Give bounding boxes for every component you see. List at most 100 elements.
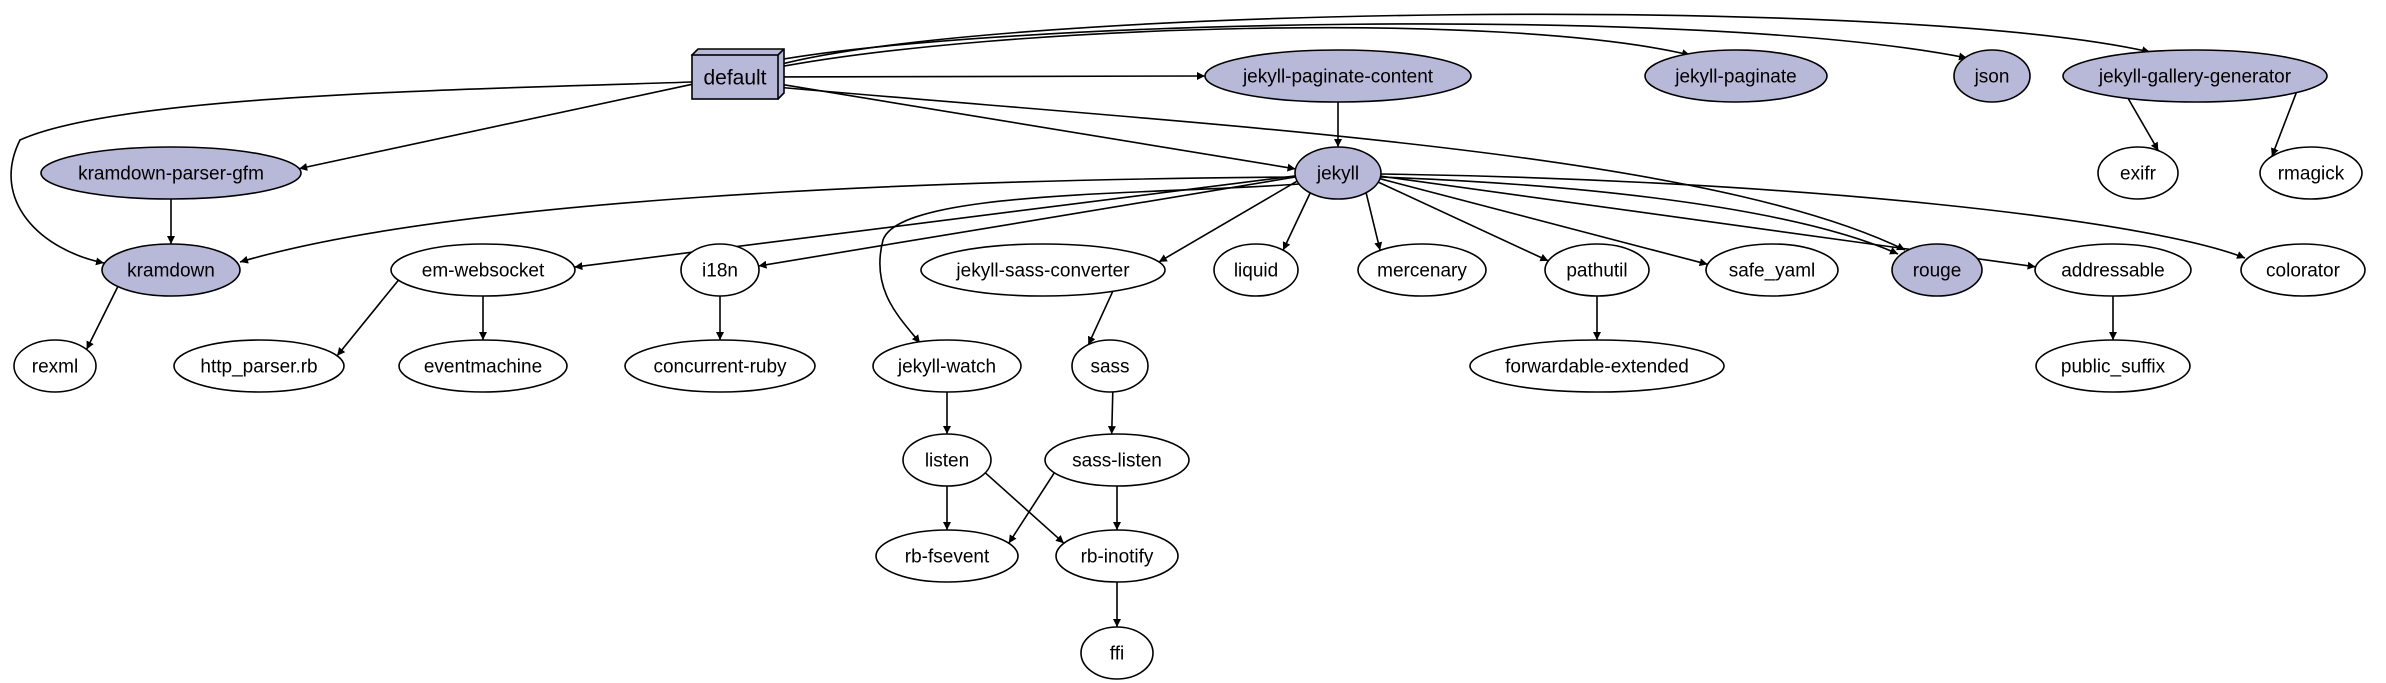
edge-jekyll-gallery-generator-to-exifr — [2127, 97, 2159, 152]
edge-jekyll-sass-converter-to-sass — [1087, 290, 1114, 346]
node-pathutil: pathutil — [1544, 243, 1650, 297]
node-ellipse — [2240, 243, 2366, 297]
node-jekyll: jekyll — [1294, 146, 1382, 200]
node-rmagick: rmagick — [2259, 146, 2363, 200]
node-label: jekyll-paginate — [1674, 67, 1796, 88]
node-label: safe_yaml — [1729, 261, 1816, 282]
node-jekyll-paginate: jekyll-paginate — [1644, 49, 1828, 103]
node-label: http_parser.rb — [200, 357, 317, 378]
node-ellipse — [2034, 243, 2192, 297]
edge-sass-listen-to-rb-fsevent — [1008, 472, 1055, 544]
node-label: ffi — [1110, 644, 1124, 665]
node-sass-listen: sass-listen — [1044, 433, 1190, 487]
node-label: colorator — [2266, 261, 2341, 282]
node-ellipse — [1294, 146, 1382, 200]
node-rouge: rouge — [1891, 243, 1983, 297]
node-label: em-websocket — [422, 261, 545, 282]
node-label: default — [703, 67, 766, 90]
edge-jekyll-to-i18n — [758, 176, 1296, 269]
node-label: concurrent-ruby — [653, 357, 787, 378]
node-ellipse — [2097, 146, 2179, 200]
edge-default-to-jekyll-paginate — [773, 26, 1691, 69]
node-ellipse — [1891, 243, 1983, 297]
edge-jekyll-to-kramdown — [239, 176, 1298, 264]
node-mercenary: mercenary — [1357, 243, 1487, 297]
node-label: listen — [925, 451, 969, 472]
node-label: jekyll-paginate-content — [1242, 67, 1434, 88]
edge-em-websocket-to-http_parser.rb — [336, 279, 400, 357]
node-label: rouge — [1913, 261, 1962, 282]
node-label: mercenary — [1377, 261, 1467, 282]
node-ellipse — [1644, 49, 1828, 103]
node-ellipse — [1357, 243, 1487, 297]
node-label: i18n — [702, 261, 738, 282]
node-ellipse — [875, 529, 1019, 583]
node-ellipse — [2259, 146, 2363, 200]
node-json: json — [1953, 49, 2031, 103]
node-label: jekyll-gallery-generator — [2098, 67, 2292, 88]
node-label: sass — [1090, 357, 1129, 378]
node-ellipse — [1080, 626, 1154, 680]
node-ellipse — [680, 243, 760, 297]
node-box — [691, 54, 779, 100]
node-ellipse — [13, 339, 97, 393]
node-em-websocket: em-websocket — [390, 243, 576, 297]
node-ellipse — [2062, 49, 2328, 103]
edge-jekyll-gallery-generator-to-rmagick — [2271, 92, 2298, 157]
node-safe_yaml: safe_yaml — [1705, 243, 1839, 297]
node-ellipse — [101, 243, 241, 297]
node-colorator: colorator — [2240, 243, 2366, 297]
node-jekyll-sass-converter: jekyll-sass-converter — [920, 243, 1166, 297]
node-ellipse — [1055, 529, 1179, 583]
node-ffi: ffi — [1080, 626, 1154, 680]
node-layer: default jekyll-paginate-content jekyll-pag… — [13, 48, 2366, 680]
node-ellipse — [1071, 339, 1149, 393]
node-jekyll-watch: jekyll-watch — [872, 339, 1022, 393]
node-exifr: exifr — [2097, 146, 2179, 200]
node-label: jekyll — [1316, 164, 1359, 185]
node-label: pathutil — [1566, 261, 1627, 282]
node-label: sass-listen — [1072, 451, 1162, 472]
edge-jekyll-to-pathutil — [1377, 181, 1549, 262]
node-label: public_suffix — [2061, 357, 2166, 378]
edge-jekyll-to-mercenary — [1365, 192, 1383, 251]
node-ellipse — [2035, 339, 2191, 393]
edge-jekyll-to-colorator — [1379, 173, 2246, 259]
node-ellipse — [902, 433, 992, 487]
node-ellipse — [1044, 433, 1190, 487]
node-ellipse — [1953, 49, 2031, 103]
node-label: exifr — [2120, 164, 2157, 185]
node-label: liquid — [1234, 261, 1278, 282]
node-ellipse — [1204, 49, 1472, 103]
node-ellipse — [398, 339, 568, 393]
node-jekyll-gallery-generator: jekyll-gallery-generator — [2062, 49, 2328, 103]
edge-jekyll-to-liquid — [1282, 192, 1311, 251]
node-listen: listen — [902, 433, 992, 487]
edge-default-to-rouge — [775, 86, 1906, 251]
edge-default-to-kramdown-parser-gfm — [299, 83, 693, 171]
node-label: rb-inotify — [1081, 547, 1154, 568]
edge-listen-to-rb-inotify — [984, 472, 1065, 544]
node-public_suffix: public_suffix — [2035, 339, 2191, 393]
node-ellipse — [872, 339, 1022, 393]
node-jekyll-paginate-content: jekyll-paginate-content — [1204, 49, 1472, 103]
node-ellipse — [1705, 243, 1839, 297]
node-ellipse — [1469, 339, 1725, 393]
node-ellipse — [1213, 243, 1299, 297]
edge-jekyll-to-safe_yaml — [1379, 177, 1708, 267]
node-ellipse — [1544, 243, 1650, 297]
node-label: kramdown-parser-gfm — [78, 164, 264, 185]
node-ellipse — [624, 339, 816, 393]
edge-default-to-jekyll-paginate-content — [777, 72, 1206, 81]
node-label: jekyll-watch — [897, 357, 996, 378]
edge-jekyll-to-jekyll-sass-converter — [1158, 180, 1298, 263]
node-label: rmagick — [2278, 164, 2345, 185]
node-label: jekyll-sass-converter — [955, 261, 1130, 282]
node-concurrent-ruby: concurrent-ruby — [624, 339, 816, 393]
node-ellipse — [173, 339, 345, 393]
node-label: rb-fsevent — [905, 547, 990, 568]
node-kramdown-parser-gfm: kramdown-parser-gfm — [40, 146, 302, 200]
edge-jekyll-to-jekyll-watch — [879, 183, 1300, 344]
node-label: addressable — [2061, 261, 2165, 282]
